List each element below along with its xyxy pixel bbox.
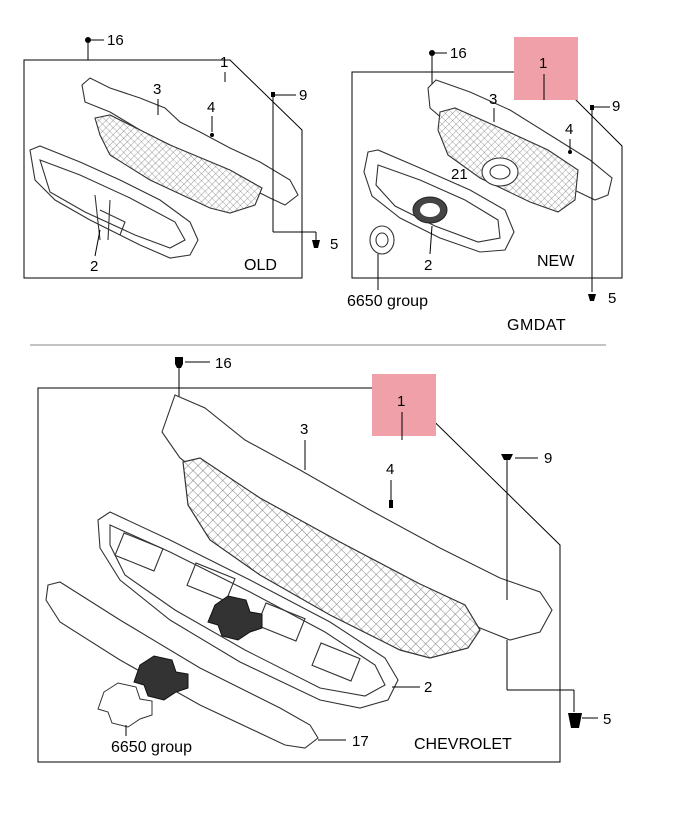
- gmdat-label: GMDAT: [507, 317, 566, 334]
- chevrolet-panel: 1 16 3 4 9 5: [37, 355, 611, 763]
- callout-1: 1: [397, 393, 405, 410]
- callout-3: 3: [489, 91, 497, 108]
- old-panel-frame: [23, 59, 303, 279]
- screw-9-icon: [590, 105, 610, 282]
- screw-9-icon: [501, 454, 538, 600]
- callout-5: 5: [603, 711, 611, 728]
- bolt-16-icon: [429, 50, 447, 85]
- screw-9-icon: [271, 92, 296, 232]
- new-panel: 1 16 3 4 9 5 21: [347, 37, 623, 310]
- group-label: 6650 group: [111, 739, 192, 756]
- grille-2: [29, 145, 199, 259]
- bolt-16-icon: [85, 37, 104, 60]
- callout-16: 16: [215, 355, 232, 372]
- callout-1: 1: [220, 54, 228, 71]
- group-label: 6650 group: [347, 293, 428, 310]
- chevrolet-panel-frame: [37, 387, 561, 763]
- callout-2: 2: [90, 258, 98, 275]
- callout-5: 5: [330, 236, 338, 253]
- callout-9: 9: [544, 450, 552, 467]
- callout-4: 4: [386, 461, 394, 478]
- callout-16: 16: [107, 32, 124, 49]
- clip-5-icon: [588, 282, 596, 301]
- callout-17: 17: [352, 733, 369, 750]
- callout-16: 16: [450, 45, 467, 62]
- new-label: NEW: [537, 253, 575, 270]
- emblem-icon: [369, 225, 395, 290]
- old-label: OLD: [244, 257, 277, 274]
- chevrolet-bowtie-icon: [207, 595, 263, 641]
- chevrolet-highlight-1: [372, 374, 436, 436]
- callout-9: 9: [299, 87, 307, 104]
- trim-17: [45, 581, 319, 749]
- grille-mesh: [94, 114, 263, 214]
- callout-4: 4: [207, 99, 215, 116]
- callout-2: 2: [424, 257, 432, 274]
- chevrolet-label: CHEVROLET: [414, 736, 512, 753]
- callout-4: 4: [565, 121, 573, 138]
- callout-9: 9: [612, 98, 620, 115]
- callout-2: 2: [424, 679, 432, 696]
- callout-5: 5: [608, 290, 616, 307]
- clip-5-icon: [273, 231, 320, 248]
- callout-1: 1: [539, 55, 547, 72]
- callout-3: 3: [300, 421, 308, 438]
- callout-3: 3: [153, 81, 161, 98]
- new-highlight-1: [514, 37, 578, 100]
- clip-5-icon: [506, 640, 598, 728]
- grille-mesh: [182, 457, 481, 659]
- callout-21: 21: [451, 166, 468, 183]
- chevrolet-bowtie-icon: [133, 655, 189, 701]
- old-panel: 16 1 3 4 9 5 2 OLD: [23, 32, 338, 279]
- emblem-icon: [97, 682, 153, 728]
